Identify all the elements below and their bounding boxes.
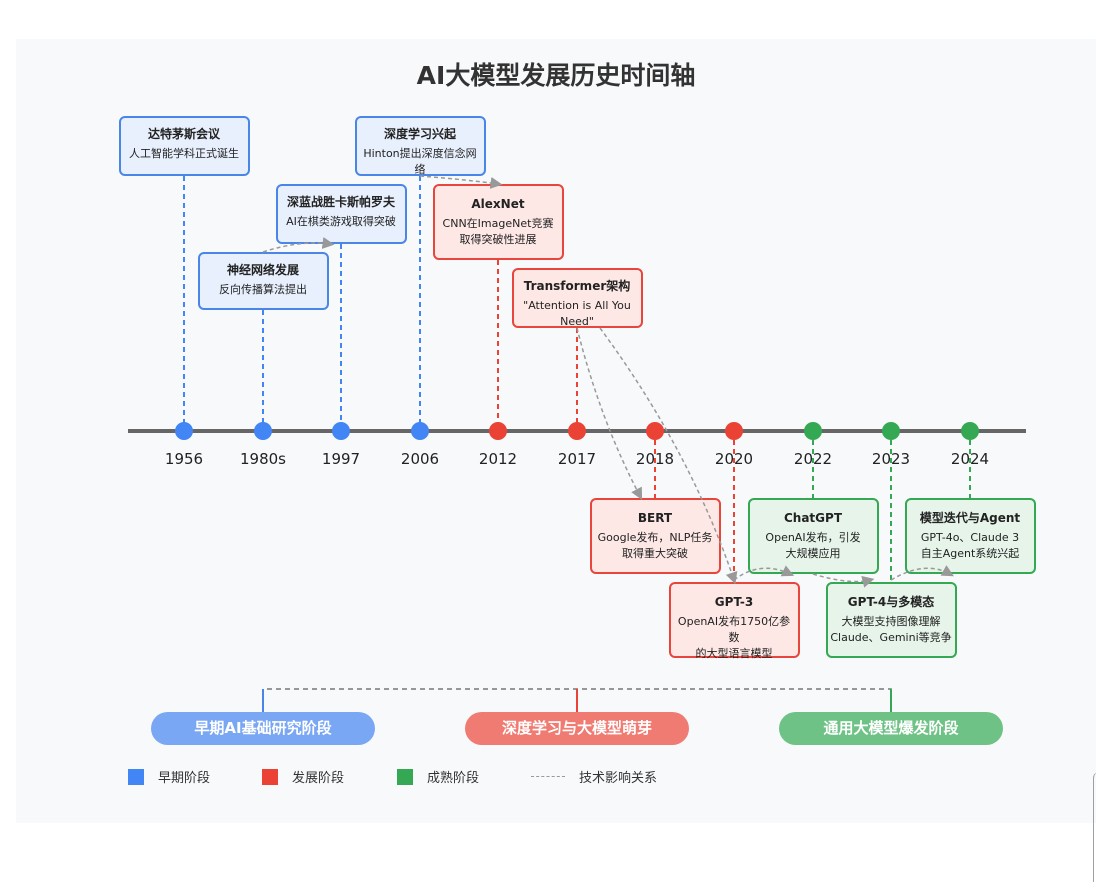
phase-pill-early: 早期AI基础研究阶段 [151,712,375,745]
year-label: 2018 [635,450,675,468]
phase-pill-mature: 通用大模型爆发阶段 [779,712,1003,745]
legend-label: 技术影响关系 [579,771,658,786]
event-description: OpenAI发布1750亿参数 的大型语言模型 [677,615,791,660]
year-label: 1980s [240,450,286,468]
event-title: 神经网络发展 [226,263,299,277]
timeline-dot[interactable] [568,422,586,440]
event-description: 大模型支持图像理解 Claude、Gemini等竞争 [830,615,952,644]
event-card[interactable]: GPT-4与多模态大模型支持图像理解 Claude、Gemini等竞争 [825,582,957,658]
year-label: 2022 [793,450,833,468]
event-description: "Attention is All You Need" [523,299,631,328]
event-title: 深蓝战胜卡斯帕罗夫 [286,195,395,209]
event-card[interactable]: 神经网络发展反向传播算法提出 [197,252,329,310]
year-label: 2006 [400,450,440,468]
timeline-dot[interactable] [411,422,429,440]
event-description: AI在棋类游戏取得突破 [286,215,396,228]
legend-label: 发展阶段 [292,771,345,786]
legend-swatch-early [128,768,144,785]
legend-development: 发展阶段 [262,767,344,786]
event-description: CNN在ImageNet竞赛 取得突破性进展 [442,217,554,246]
year-label: 1956 [164,450,204,468]
event-card[interactable]: 深蓝战胜卡斯帕罗夫 AI在棋类游戏取得突破 [275,184,407,244]
event-title: 模型迭代与Agent [919,511,1021,525]
legend-influence: 技术影响关系 [531,767,657,786]
timeline-dot[interactable] [804,422,822,440]
year-label: 2020 [714,450,754,468]
page-title: AI大模型发展历史时间轴 [416,61,696,90]
timeline-dot[interactable] [175,422,193,440]
event-description: GPT-4o、Claude 3 自主Agent系统兴起 [920,531,1020,560]
event-title: 达特茅斯会议 [147,127,220,141]
event-description: 反向传播算法提出 [219,283,307,296]
timeline-dot[interactable] [725,422,743,440]
year-label: 1997 [321,450,361,468]
year-label: 2017 [557,450,597,468]
event-card[interactable]: BERT Google发布，NLP任务 取得重大突破 [589,498,721,574]
scrollbar-edge[interactable] [1093,772,1096,882]
event-description: 人工智能学科正式诞生 [129,147,239,160]
event-title: BERT [637,511,673,525]
legend-swatch-mature [397,768,413,785]
event-title: AlexNet [471,197,525,211]
legend-label: 成熟阶段 [427,771,480,786]
legend-mature: 成熟阶段 [397,767,479,786]
timeline-dot[interactable] [882,422,900,440]
event-title: GPT-3 [714,595,754,609]
timeline-dot[interactable] [332,422,350,440]
year-label: 2012 [478,450,518,468]
event-title: ChatGPT [783,511,842,525]
event-description: Google发布，NLP任务 取得重大突破 [597,531,713,560]
event-description: Hinton提出深度信念网络 [363,147,477,176]
timeline-dot[interactable] [646,422,664,440]
legend-early: 早期阶段 [128,767,210,786]
year-label: 2024 [950,450,990,468]
event-card[interactable]: 深度学习兴起 Hinton提出深度信念网络 [354,116,486,176]
legend-label: 早期阶段 [158,771,211,786]
phase-pill-development: 深度学习与大模型萌芽 [465,712,689,745]
event-title: GPT-4与多模态 [847,595,935,609]
event-card[interactable]: Transformer架构 "Attention is All You Need" [511,268,643,328]
legend-dashed-line [531,776,565,777]
year-label: 2023 [871,450,911,468]
event-card[interactable]: ChatGPT OpenAI发布，引发 大规模应用 [747,498,879,574]
timeline-dot[interactable] [254,422,272,440]
timeline-dot[interactable] [489,422,507,440]
event-title: Transformer架构 [523,279,631,293]
event-description: OpenAI发布，引发 大规模应用 [765,531,861,560]
timeline-dot[interactable] [961,422,979,440]
event-title: 深度学习兴起 [383,127,456,141]
legend-swatch-development [262,768,278,785]
event-card[interactable]: 达特茅斯会议人工智能学科正式诞生 [118,116,250,176]
